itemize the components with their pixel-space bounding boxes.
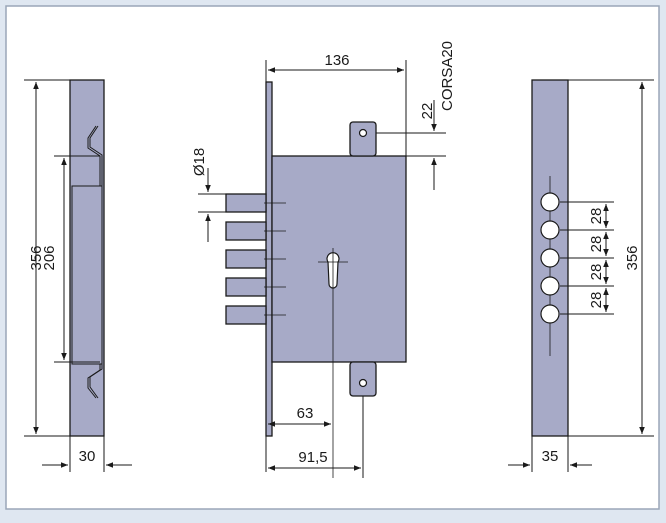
- backset-label: 91,5: [298, 449, 327, 466]
- side-hook-top: [87, 125, 101, 186]
- cylinder-offset-label: 63: [297, 405, 314, 422]
- bolt-spacing-1: 28: [588, 208, 605, 225]
- side-inner-height-label: 206: [41, 245, 58, 270]
- top-mounting-tab: [349, 121, 377, 157]
- bolt-hole-1: [540, 192, 560, 212]
- bolt-5: [225, 305, 267, 325]
- side-view: 356 206 30: [24, 79, 132, 472]
- faceplate-view: 28 28 28 28 356 35: [508, 79, 654, 472]
- bolt-spacing-4: 28: [588, 292, 605, 309]
- bolt-diameter-label: Ø18: [191, 148, 208, 176]
- bolt-hole-5: [540, 304, 560, 324]
- bolt-hole-3: [540, 248, 560, 268]
- side-inner-plate: [71, 185, 103, 365]
- front-view: 136 22 CORSA20 Ø18 63 91,5: [191, 41, 456, 478]
- faceplate-height-label: 356: [624, 245, 641, 270]
- model-label: CORSA20: [439, 41, 456, 111]
- bolt-2: [225, 221, 267, 241]
- side-hook-bottom: [87, 364, 101, 399]
- front-width-label: 136: [324, 52, 349, 69]
- side-width-label: 30: [79, 448, 96, 465]
- bolt-3: [225, 249, 267, 269]
- bolt-hole-4: [540, 276, 560, 296]
- front-offset-label: 22: [419, 103, 436, 120]
- bolt-hole-2: [540, 220, 560, 240]
- bolt-1: [225, 193, 267, 213]
- bolt-spacing-2: 28: [588, 236, 605, 253]
- bolt-4: [225, 277, 267, 297]
- side-height-label: 356: [28, 245, 45, 270]
- faceplate-width-label: 35: [542, 448, 559, 465]
- bolt-spacing-3: 28: [588, 264, 605, 281]
